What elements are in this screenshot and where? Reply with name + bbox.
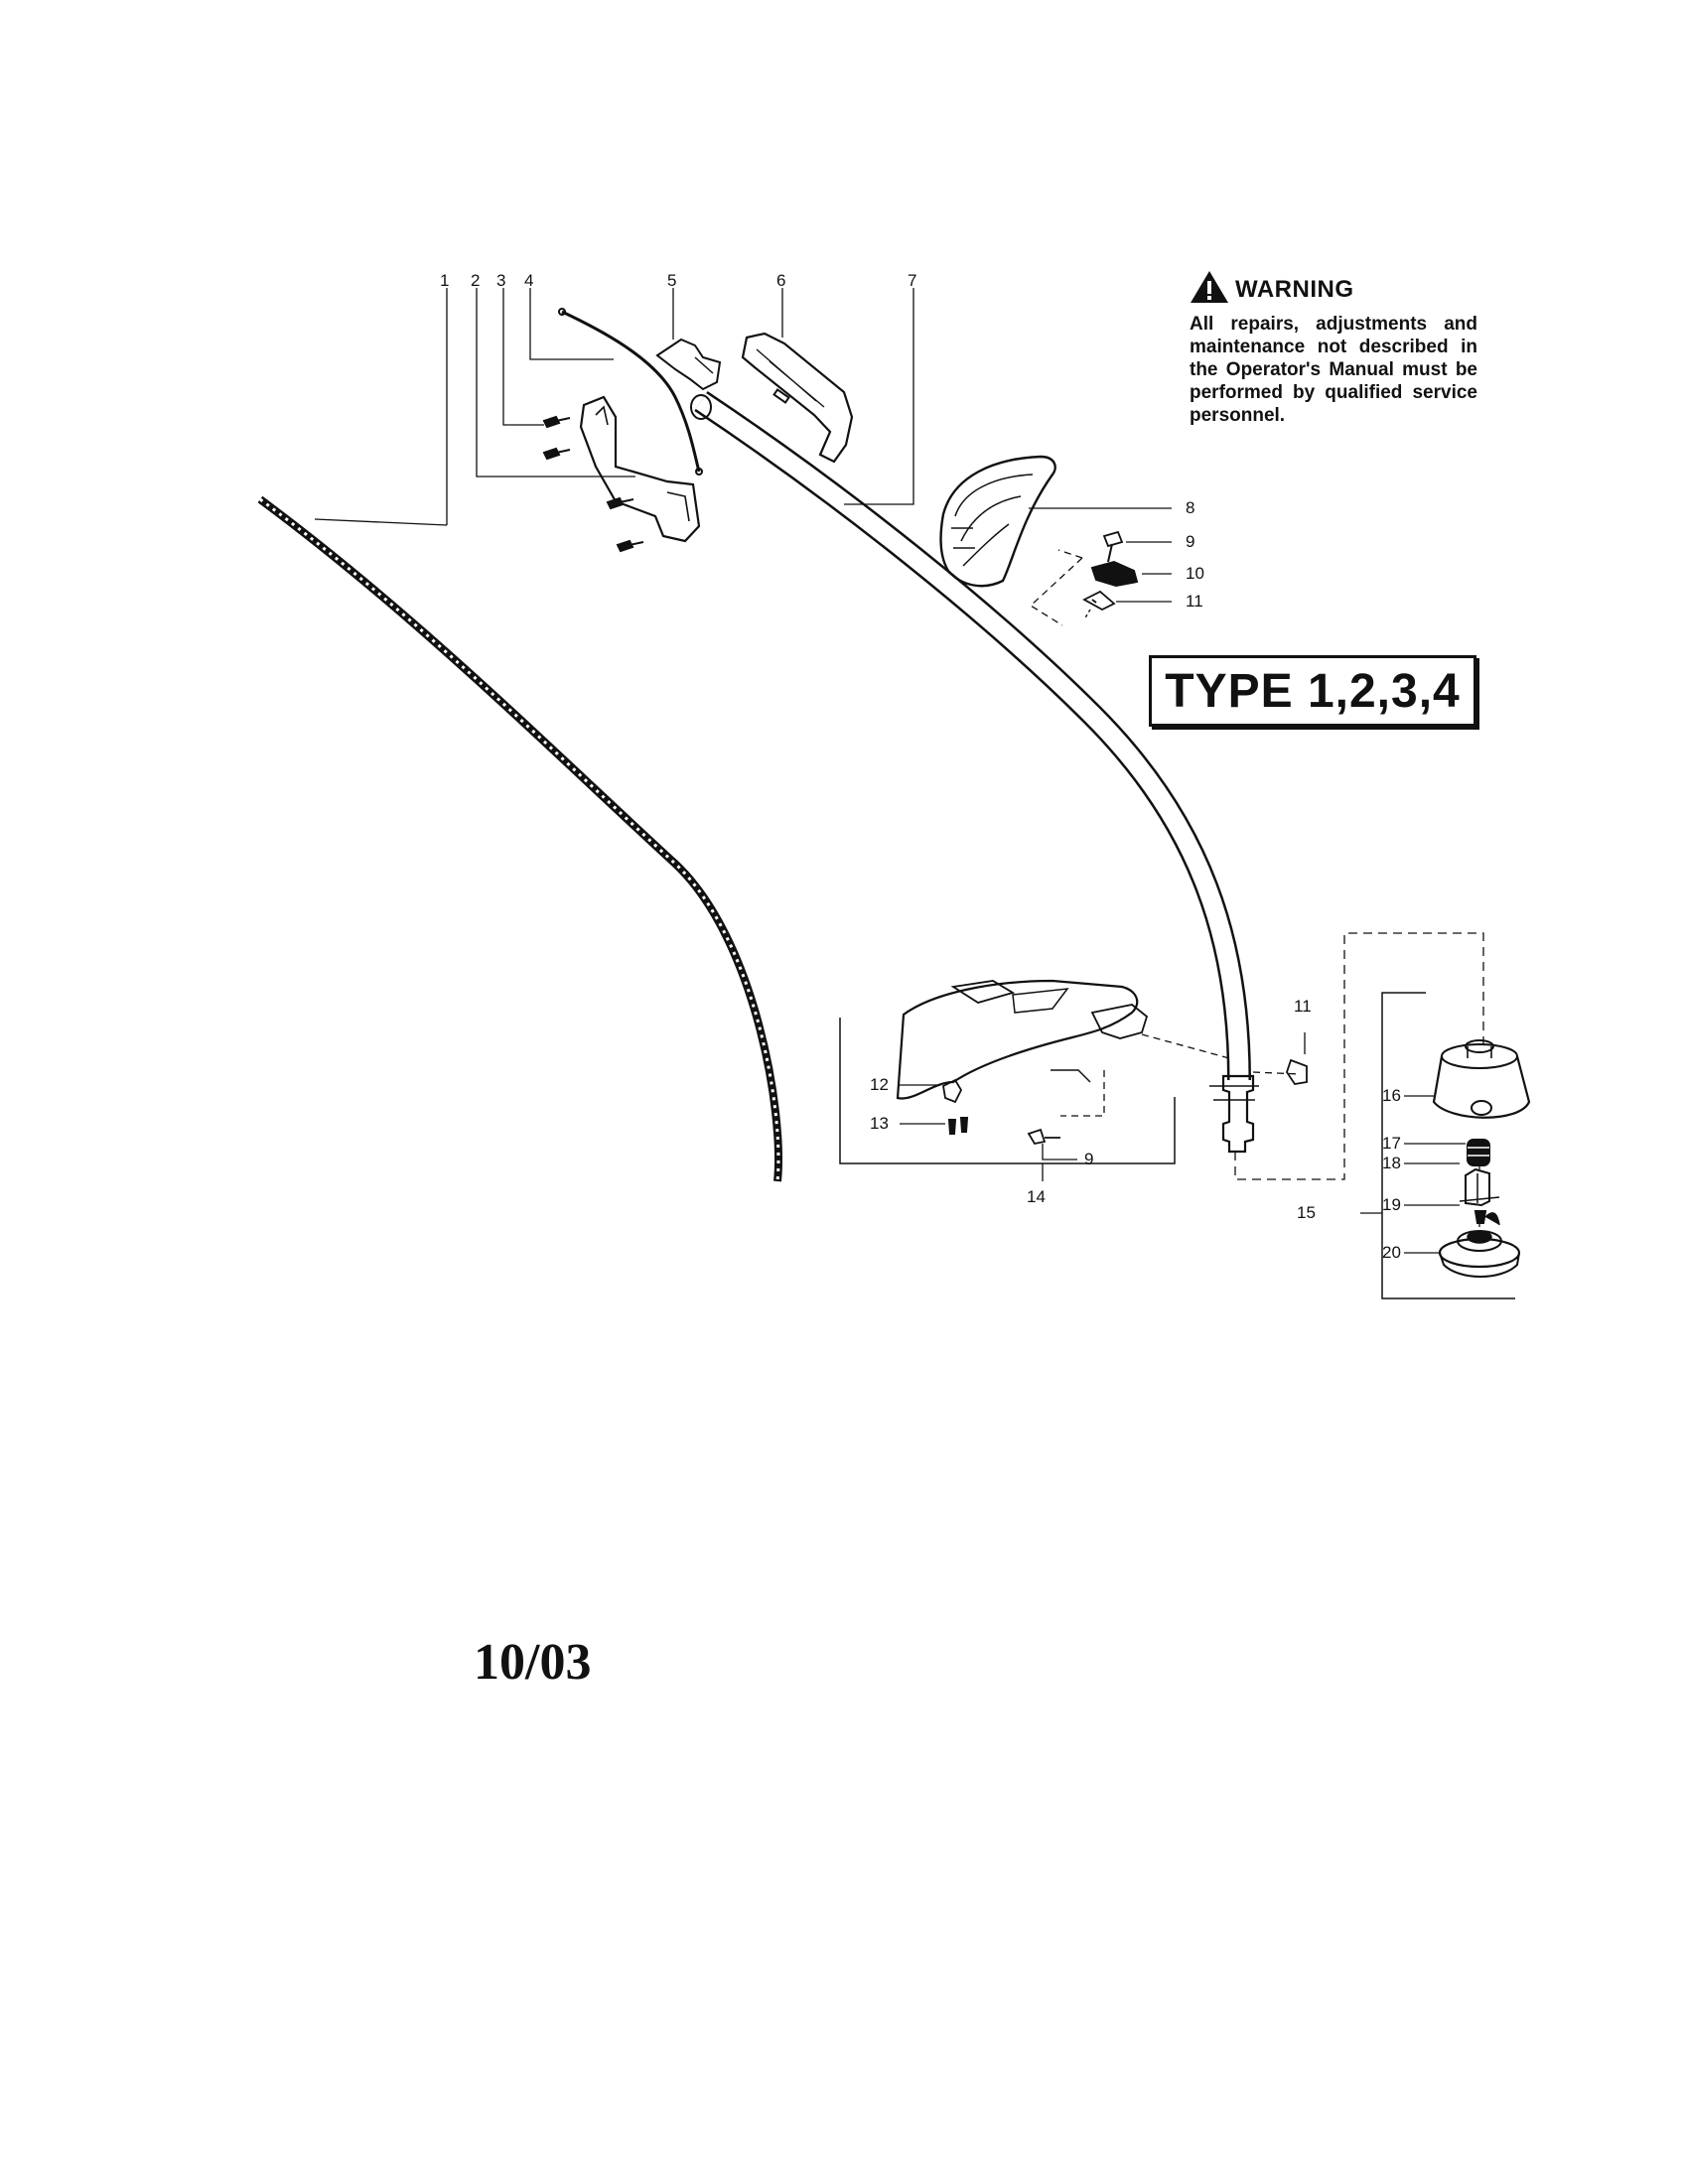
shield-screws-part bbox=[947, 1117, 969, 1135]
callout-number: 8 bbox=[1186, 498, 1195, 517]
callout-number: 1 bbox=[440, 271, 450, 290]
callout-number: 4 bbox=[524, 271, 534, 290]
type-label: TYPE 1,2,3,4 bbox=[1165, 664, 1461, 718]
callout-number: 14 bbox=[1027, 1187, 1046, 1206]
leader-line bbox=[529, 288, 614, 360]
dashed-connector bbox=[1234, 932, 1484, 1180]
spool-housing-part bbox=[1432, 1039, 1531, 1119]
wing-nut-part bbox=[1082, 590, 1116, 620]
warning-header: WARNING bbox=[1190, 270, 1477, 309]
callout-number: 16 bbox=[1382, 1086, 1401, 1105]
callout-number: 18 bbox=[1382, 1154, 1401, 1172]
callout-number: 11 bbox=[1186, 592, 1203, 611]
warning-title: WARNING bbox=[1235, 275, 1354, 303]
debris-shield-part bbox=[896, 979, 1149, 1100]
callout-number: 6 bbox=[776, 271, 786, 290]
assist-handle-part bbox=[939, 455, 1056, 588]
callout-number: 2 bbox=[471, 271, 481, 290]
leader-line bbox=[1116, 541, 1172, 603]
type-label-box: TYPE 1,2,3,4 bbox=[1149, 655, 1476, 727]
warning-triangle-icon bbox=[1190, 270, 1229, 309]
callout-number: 19 bbox=[1382, 1195, 1401, 1214]
handle-housing-part bbox=[579, 395, 701, 543]
throttle-cable-part bbox=[558, 308, 703, 476]
leader-line bbox=[844, 288, 914, 505]
throttle-trigger-part bbox=[655, 338, 722, 391]
bracket-line bbox=[1381, 992, 1515, 1299]
screws-part bbox=[542, 415, 644, 553]
handle-cover-part bbox=[741, 332, 854, 464]
callout-number: 3 bbox=[496, 271, 506, 290]
callout-number: 20 bbox=[1382, 1243, 1401, 1262]
dashed-connector bbox=[1029, 549, 1083, 626]
clamp-screw-part bbox=[1102, 530, 1124, 563]
callout-number: 9 bbox=[1186, 532, 1195, 551]
spring-part bbox=[1467, 1139, 1490, 1166]
shield-bracket-part bbox=[1027, 1128, 1060, 1146]
callout-number: 5 bbox=[667, 271, 677, 290]
drive-shaft-part bbox=[257, 495, 782, 1182]
warning-notice: WARNING All repairs, adjustments and mai… bbox=[1190, 270, 1477, 427]
callout-number: 10 bbox=[1186, 564, 1204, 583]
callout-number: 9 bbox=[1084, 1150, 1094, 1168]
callout-number: 13 bbox=[870, 1114, 889, 1133]
warning-text: All repairs, adjustments and maintenance… bbox=[1190, 314, 1477, 426]
dashed-connector bbox=[1060, 1033, 1302, 1117]
leader-line bbox=[476, 288, 635, 478]
eyelet-part bbox=[1474, 1210, 1500, 1226]
gear-head-part bbox=[1209, 1074, 1259, 1154]
leader-line bbox=[1404, 1095, 1466, 1254]
callout-number: 17 bbox=[1382, 1134, 1401, 1153]
leader-line bbox=[314, 288, 448, 526]
clamp-part bbox=[1090, 560, 1139, 588]
knob-part bbox=[1438, 1230, 1521, 1278]
callout-number: 15 bbox=[1297, 1203, 1316, 1222]
date-code: 10/03 bbox=[474, 1634, 592, 1691]
bracket-line bbox=[839, 1018, 1176, 1164]
shield-clip-part bbox=[942, 1078, 963, 1104]
callout-number: 12 bbox=[870, 1075, 889, 1094]
callout-number: 7 bbox=[908, 271, 917, 290]
wing-nut-part bbox=[1286, 1058, 1308, 1085]
callout-number: 11 bbox=[1294, 997, 1312, 1016]
reel-part bbox=[1459, 1167, 1500, 1207]
leader-line bbox=[900, 1084, 1077, 1160]
drive-tube-part bbox=[690, 391, 1251, 1081]
